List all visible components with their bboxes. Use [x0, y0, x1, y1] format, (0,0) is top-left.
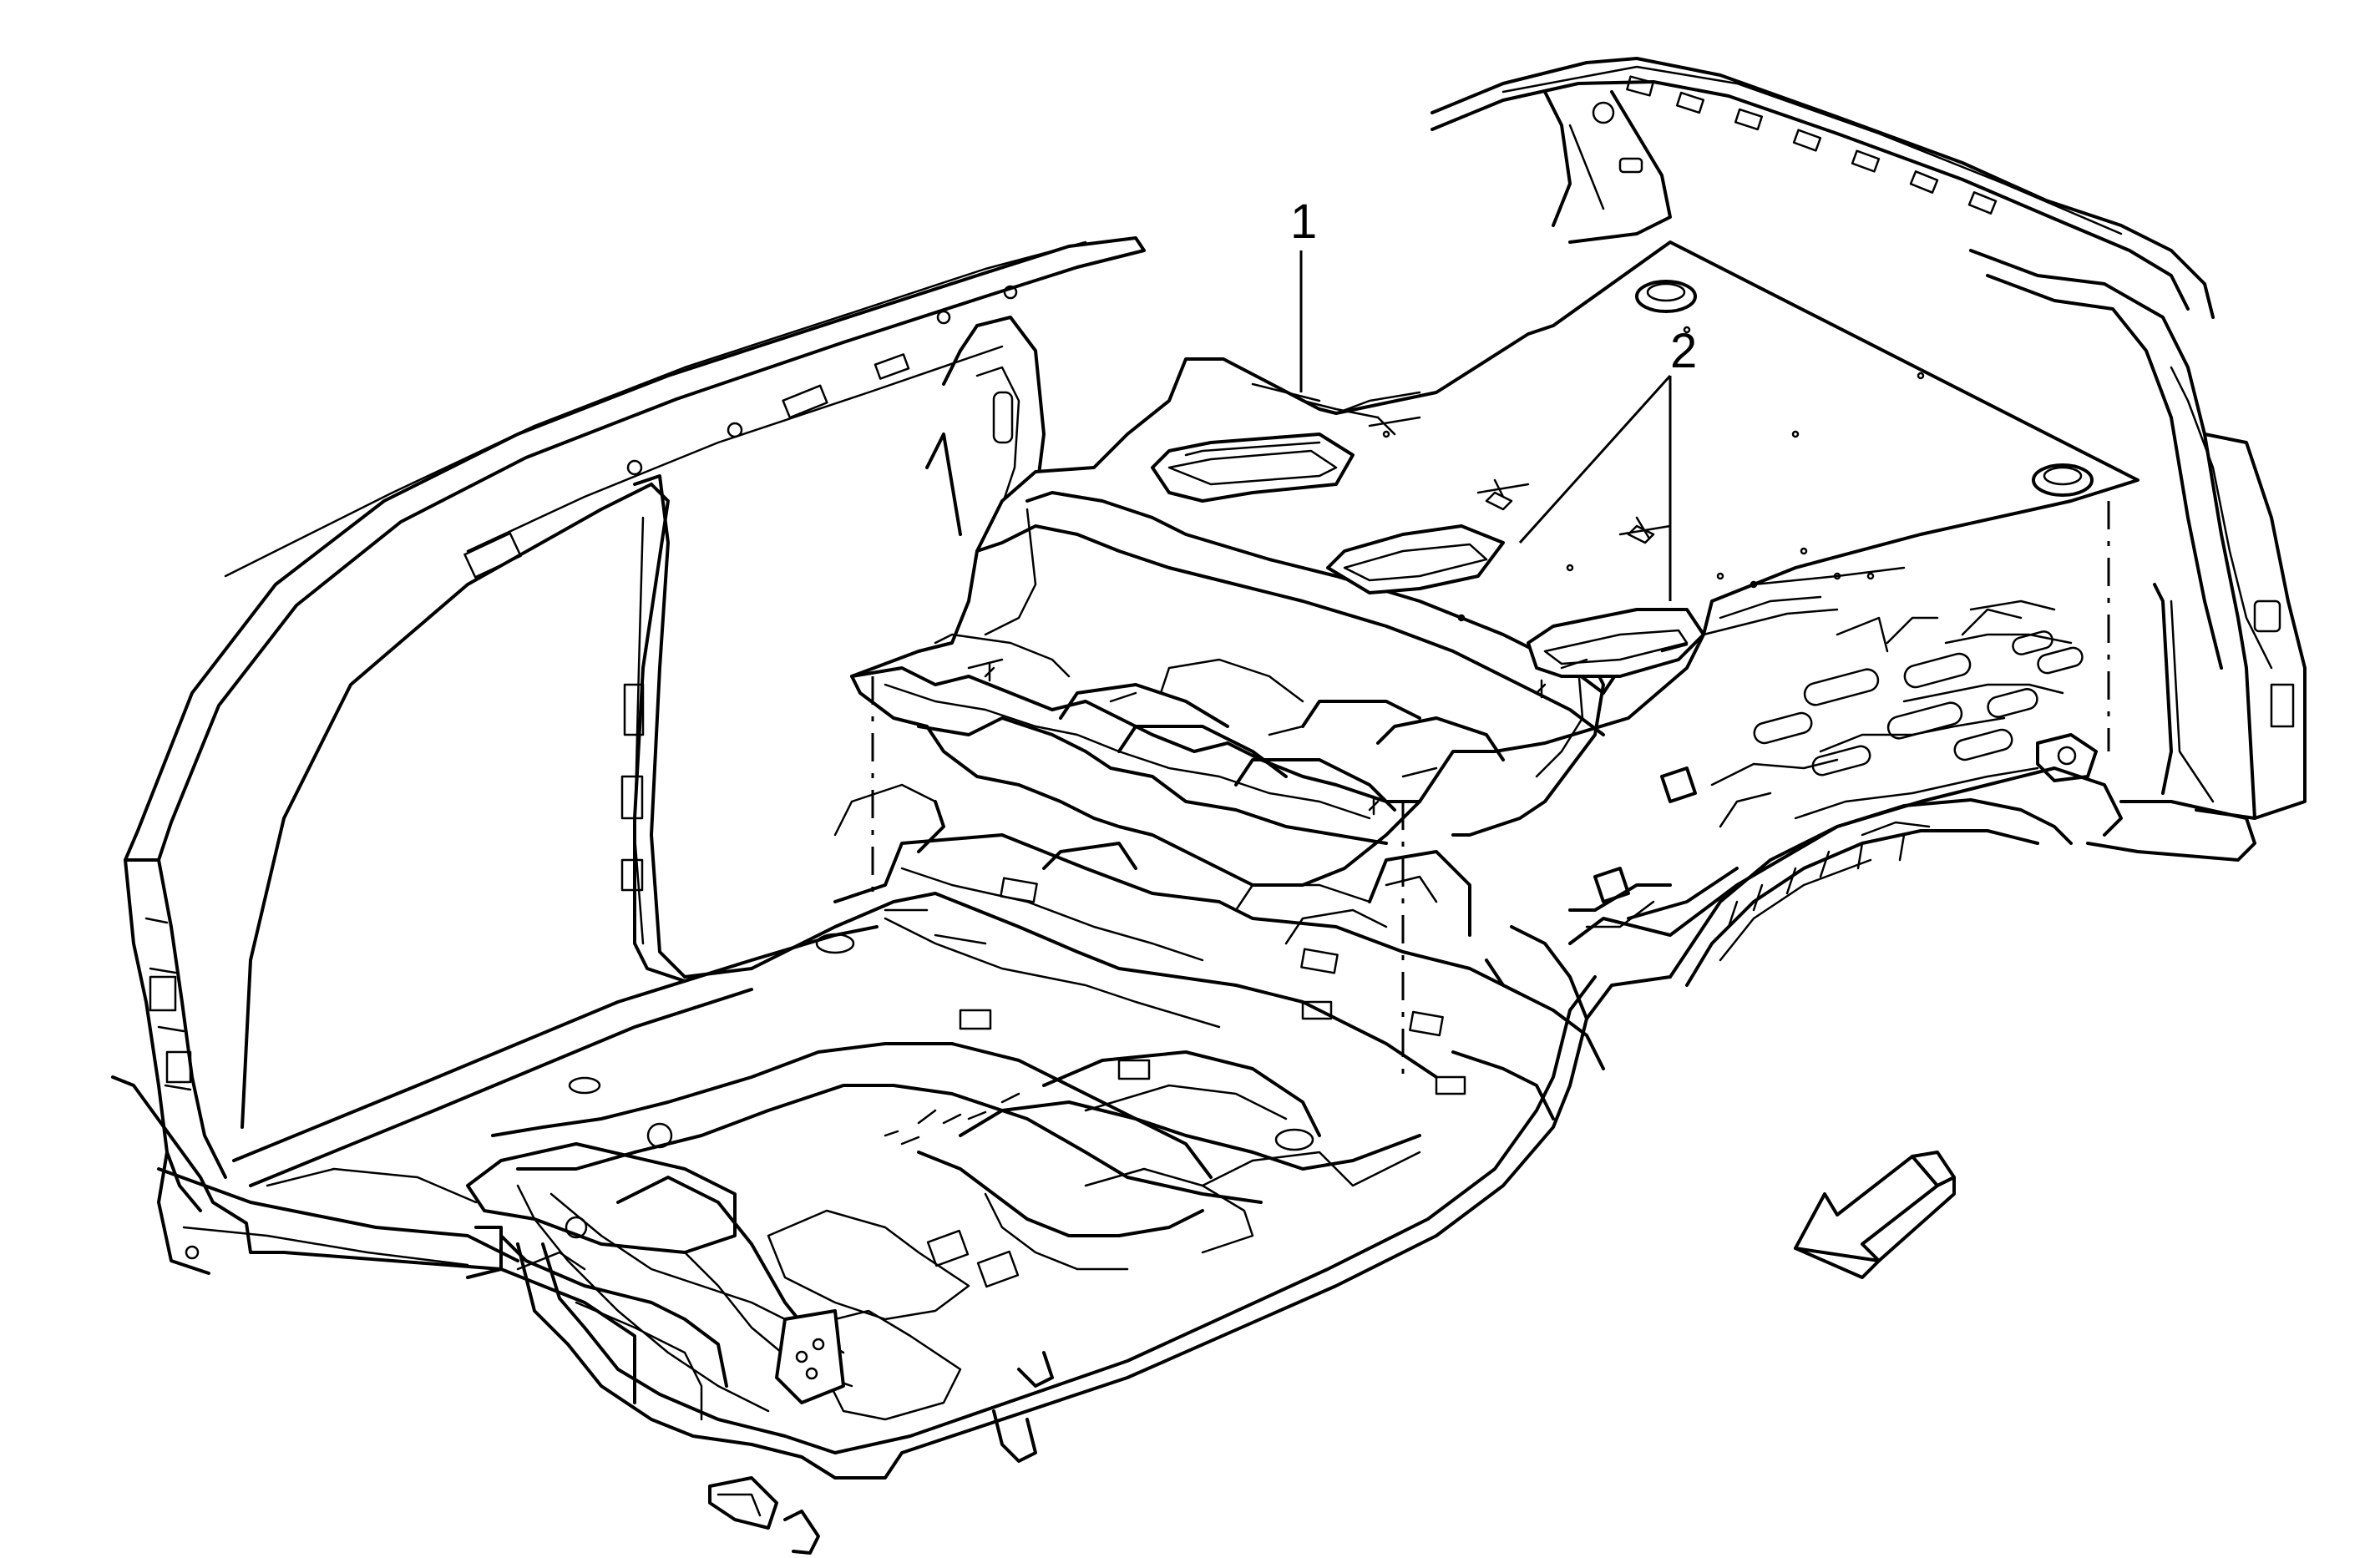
- rear-body-frame: [1431, 57, 2307, 820]
- left-body-side-frame: [124, 236, 1146, 1212]
- callout-2: 2: [1670, 324, 1697, 378]
- callout-group: 1 2: [1290, 195, 1697, 601]
- rear-floor-covering-panel: [850, 240, 2139, 887]
- callout-1: 1: [1290, 195, 1317, 249]
- rear-floor-pan: [1568, 599, 2256, 987]
- middle-floor-pan: [750, 783, 1605, 1120]
- front-floor-pan: [232, 925, 1672, 1555]
- install-alignment-lines: [871, 501, 2110, 1085]
- front-direction-arrow-icon: [1794, 1151, 1956, 1279]
- leader-line-2a: [1518, 374, 1672, 544]
